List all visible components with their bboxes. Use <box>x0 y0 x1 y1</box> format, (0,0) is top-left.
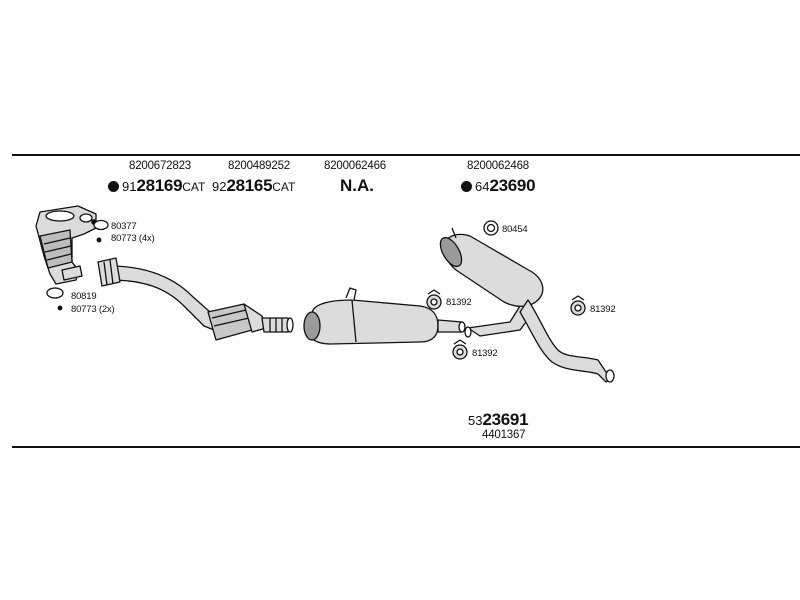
callout-hanger-2: 81392 <box>472 348 498 359</box>
rubber-hanger-icon <box>426 289 586 360</box>
callout-gasket-1: 80377 <box>111 221 137 232</box>
part-number-3: N.A. <box>340 176 374 195</box>
oe-number-3: 8200062466 <box>324 160 386 172</box>
bullet-icon <box>461 181 472 192</box>
top-rule <box>12 154 800 156</box>
part-suffix: CAT <box>182 180 206 194</box>
part-prefix: 64 <box>475 179 490 194</box>
callout-ring-1: 80454 <box>502 224 528 235</box>
callout-hanger-1: 81392 <box>446 297 472 308</box>
ring-gasket-icon <box>483 220 499 236</box>
part-number-5[interactable]: 5323691 <box>468 410 529 429</box>
oe-number-4: 8200062468 <box>467 160 529 172</box>
bullet-icon <box>108 181 119 192</box>
oe-number-1: 8200672823 <box>129 160 191 172</box>
part-main: 28165 <box>226 176 273 195</box>
bottom-rule <box>12 446 800 448</box>
part-main: 23690 <box>489 176 536 195</box>
part-number-1[interactable]: 9128169CAT <box>108 177 205 194</box>
oe-number-5: 4401367 <box>482 429 526 441</box>
middle-silencer <box>303 287 466 345</box>
part-number-2[interactable]: 9228165CAT <box>212 177 295 194</box>
part-prefix: 53 <box>468 413 483 428</box>
part-prefix: 91 <box>122 179 137 194</box>
part-main: 28169 <box>136 176 183 195</box>
callout-bolt-2: 80773 (2x) <box>71 304 115 315</box>
part-suffix: CAT <box>272 180 296 194</box>
manifold-catalyst <box>35 205 97 285</box>
gasket-icon <box>46 219 109 311</box>
callout-hanger-3: 81392 <box>590 304 616 315</box>
callout-bolt-1: 80773 (4x) <box>111 233 155 244</box>
callout-gasket-2: 80819 <box>71 291 97 302</box>
part-number-4[interactable]: 6423690 <box>461 176 536 195</box>
part-main: 23691 <box>482 410 529 429</box>
front-pipe-catalyst <box>97 257 294 341</box>
oe-number-2: 8200489252 <box>228 160 290 172</box>
part-prefix: 92 <box>212 179 227 194</box>
rear-silencer <box>439 227 615 383</box>
